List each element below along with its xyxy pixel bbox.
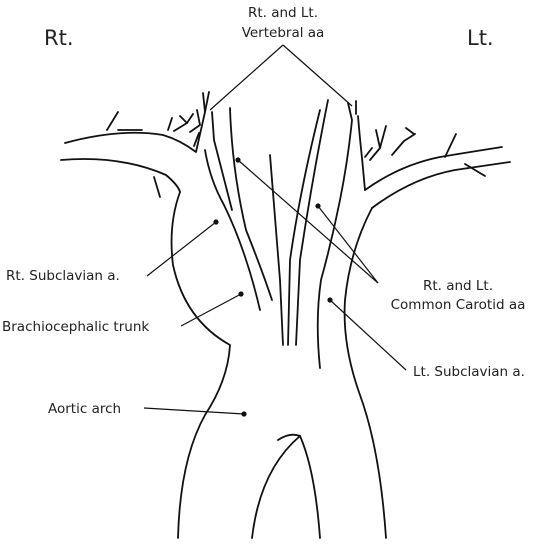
- right-side-label: Rt.: [44, 26, 74, 50]
- left-side-label: Lt.: [467, 26, 494, 50]
- vertebral-label-line1: Rt. and Lt.: [248, 5, 318, 21]
- brachiocephalic-label: Brachiocephalic trunk: [2, 319, 149, 335]
- aortic-arch-label: Aortic arch: [48, 401, 121, 417]
- vessel-outlines: [60, 91, 511, 539]
- leader-lines: [143, 44, 407, 417]
- carotid-label-line1: Rt. and Lt.: [423, 278, 493, 294]
- vertebral-label-line2: Vertebral aa: [242, 25, 325, 41]
- carotid-label-line2: Common Carotid aa: [391, 297, 526, 313]
- lt-subclavian-label: Lt. Subclavian a.: [413, 364, 525, 380]
- rt-subclavian-label: Rt. Subclavian a.: [6, 268, 120, 284]
